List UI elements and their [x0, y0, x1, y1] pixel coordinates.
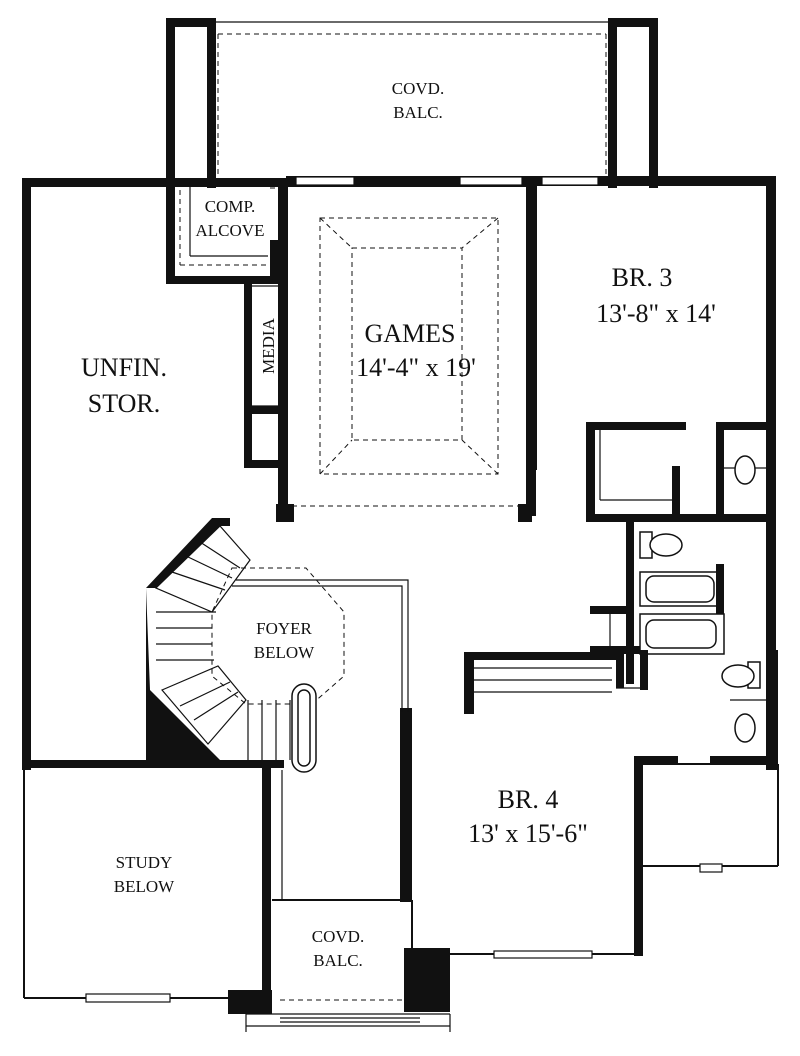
study-below: [85, 993, 171, 1003]
games-name: GAMES: [364, 319, 455, 348]
covd-balc-top-line2: BALC.: [393, 103, 443, 122]
br3-name: BR. 3: [612, 263, 673, 292]
study-below-line1: STUDY: [116, 853, 173, 872]
stairs-foyer: [146, 518, 409, 900]
top-balcony-structure: [166, 18, 658, 188]
br4-name: BR. 4: [498, 785, 559, 814]
foyer-below-line2: BELOW: [254, 643, 315, 662]
games-size: 14'-4" x 19': [356, 353, 476, 382]
covd-balc-bottom-line1: COVD.: [312, 927, 364, 946]
comp-alcove-line2: ALCOVE: [196, 221, 265, 240]
unfin-stor-line1: UNFIN.: [81, 353, 167, 382]
br4-room: [400, 652, 624, 959]
covd-balc-bottom-line2: BALC.: [313, 951, 363, 970]
unfin-stor-line2: STOR.: [88, 389, 161, 418]
covd-balc-top-line1: COVD.: [392, 79, 444, 98]
top-windows: [295, 176, 599, 186]
study-below-line2: BELOW: [114, 877, 175, 896]
br3-baths: [535, 186, 770, 764]
br4-size: 13' x 15'-6": [468, 819, 588, 848]
br3-size: 13'-8" x 14': [596, 299, 716, 328]
comp-alcove-line1: COMP.: [205, 197, 256, 216]
room-labels: COVD. BALC. COMP. ALCOVE MEDIA GAMES 14'…: [81, 79, 716, 970]
foyer-below-line1: FOYER: [256, 619, 312, 638]
media-label: MEDIA: [259, 317, 278, 373]
games-room: [276, 180, 536, 522]
